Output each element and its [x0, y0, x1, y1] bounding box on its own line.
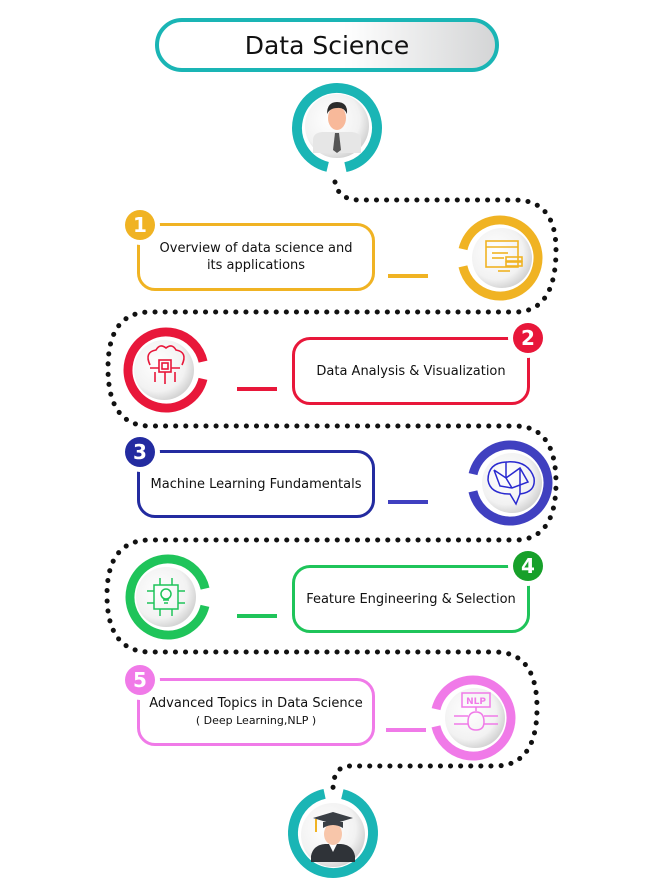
step-2-box: Data Analysis & Visualization — [292, 337, 530, 405]
step-4-icon-node — [125, 554, 211, 640]
step-4-connector — [237, 614, 277, 618]
step-3-title: Machine Learning Fundamentals — [150, 476, 362, 492]
end-node — [288, 788, 378, 878]
graduate-icon — [311, 812, 355, 862]
start-node — [292, 83, 382, 173]
step-4-badge: 4 — [513, 551, 543, 581]
brain-chip-icon — [147, 345, 185, 384]
step-2-badge: 2 — [513, 323, 543, 353]
step-1-connector — [388, 274, 428, 278]
step-5-badge: 5 — [125, 665, 155, 695]
step-5-connector — [386, 728, 426, 732]
step-5-title: Advanced Topics in Data Science — [149, 696, 363, 711]
step-4-box: Feature Engineering & Selection — [292, 565, 530, 633]
page-title: Data Science — [155, 18, 499, 72]
professional-person-icon — [313, 102, 361, 153]
step-1-title-line2: its applications — [206, 258, 306, 273]
lightbulb-chip-icon — [147, 578, 185, 616]
nlp-label: NLP — [466, 697, 486, 707]
step-2-icon-node — [123, 327, 209, 413]
step-3-badge: 3 — [125, 437, 155, 467]
step-1-icon-node — [457, 215, 543, 301]
step-5-box: Advanced Topics in Data Science ( Deep L… — [137, 678, 375, 746]
step-5-subtitle: ( Deep Learning,NLP ) — [195, 714, 317, 727]
step-5-icon-node: NLP — [430, 675, 516, 761]
step-3-connector — [388, 500, 428, 504]
step-2-title: Data Analysis & Visualization — [316, 363, 506, 379]
step-2-connector — [237, 387, 277, 391]
step-3-icon-node — [467, 440, 553, 526]
step-1-title-line1: Overview of data science and — [159, 241, 353, 256]
neural-brain-icon — [487, 461, 535, 506]
step-1-box: Overview of data science and its applica… — [137, 223, 375, 291]
code-window-icon — [485, 240, 523, 272]
step-1-badge: 1 — [125, 210, 155, 240]
nlp-brain-icon — [454, 692, 498, 731]
step-4-title: Feature Engineering & Selection — [306, 591, 516, 607]
step-3-box: Machine Learning Fundamentals — [137, 450, 375, 518]
dotted-path — [104, 179, 559, 793]
